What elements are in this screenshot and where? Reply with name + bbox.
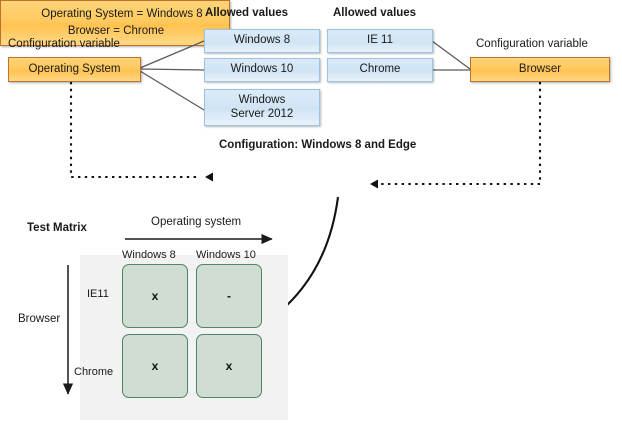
configuration-line-browser: Browser = Chrome	[67, 24, 165, 37]
allowed-value-windows-server-2012[interactable]: Windows Server 2012	[204, 89, 320, 126]
left-allowed-values-caption: Allowed values	[205, 7, 289, 19]
allowed-value-windows-8[interactable]: Windows 8	[204, 29, 320, 53]
matrix-cell-chrome-windows8[interactable]: x	[122, 334, 188, 398]
matrix-row-header-1: Chrome	[74, 366, 114, 378]
matrix-cell-chrome-windows10[interactable]: x	[196, 334, 262, 398]
right-configuration-variable-caption: Configuration variable	[476, 38, 588, 50]
operating-system-variable-box[interactable]: Operating System	[8, 57, 141, 82]
configuration-box[interactable]: Operating System = Windows 8 Browser = C…	[0, 0, 230, 46]
browser-variable-box[interactable]: Browser	[470, 57, 610, 82]
right-allowed-values-caption: Allowed values	[333, 7, 417, 19]
configuration-title: Configuration: Windows 8 and Edge	[219, 139, 417, 151]
matrix-y-axis-label: Browser	[18, 313, 61, 325]
matrix-column-header-0: Windows 8	[122, 249, 176, 261]
os-fan-connectors	[139, 40, 205, 111]
allowed-value-ie-11[interactable]: IE 11	[327, 29, 433, 53]
allowed-value-chrome[interactable]: Chrome	[327, 58, 433, 82]
matrix-cell-ie11-windows10[interactable]: -	[196, 264, 262, 328]
left-configuration-variable-caption: Configuration variable	[8, 38, 120, 50]
matrix-row-header-0: IE11	[87, 288, 109, 300]
matrix-cell-ie11-windows8[interactable]: x	[122, 264, 188, 328]
matrix-column-header-1: Windows 10	[196, 249, 256, 261]
test-matrix-title: Test Matrix	[27, 222, 87, 234]
allowed-value-windows-10[interactable]: Windows 10	[204, 58, 320, 82]
matrix-x-axis-label: Operating system	[151, 216, 242, 228]
browser-to-config-dotted	[370, 82, 542, 189]
configuration-line-os: Operating System = Windows 8	[41, 8, 203, 20]
browser-fan-connectors	[431, 40, 471, 71]
os-to-config-dotted	[69, 82, 213, 182]
